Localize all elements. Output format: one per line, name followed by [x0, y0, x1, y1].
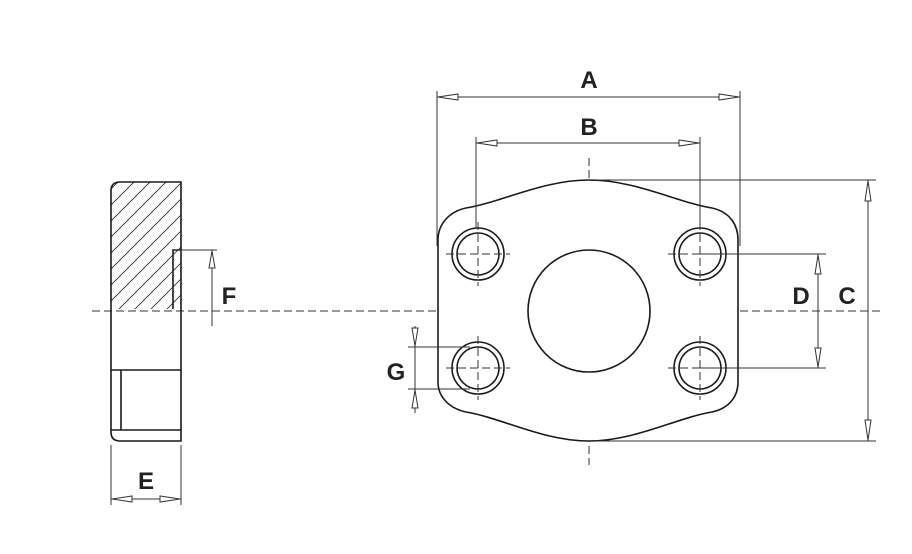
side-view: [110, 181, 182, 442]
dimension-label-c: C: [838, 283, 855, 310]
section-hatch: [111, 182, 181, 309]
dimension-b: B: [475, 114, 701, 228]
dimension-d: D: [700, 253, 826, 369]
dimension-c: C: [596, 179, 876, 442]
center-bore: [527, 249, 651, 373]
dimension-label-e: E: [138, 468, 154, 495]
dimension-label-g: G: [387, 359, 406, 386]
dimension-label-b: B: [580, 114, 597, 141]
dimension-label-d: D: [792, 283, 809, 310]
dimension-e: E: [110, 445, 182, 505]
dimension-g: G: [387, 326, 470, 413]
dimension-a: A: [436, 67, 741, 246]
dimension-f: F: [175, 249, 237, 326]
side-view-outline: [110, 181, 182, 442]
dimension-label-f: F: [222, 283, 237, 310]
bolt-hole: [446, 222, 510, 286]
dimension-label-a: A: [580, 67, 597, 94]
front-view: [437, 158, 739, 465]
counterbore-step: [172, 249, 181, 309]
bolt-hole: [446, 336, 510, 400]
